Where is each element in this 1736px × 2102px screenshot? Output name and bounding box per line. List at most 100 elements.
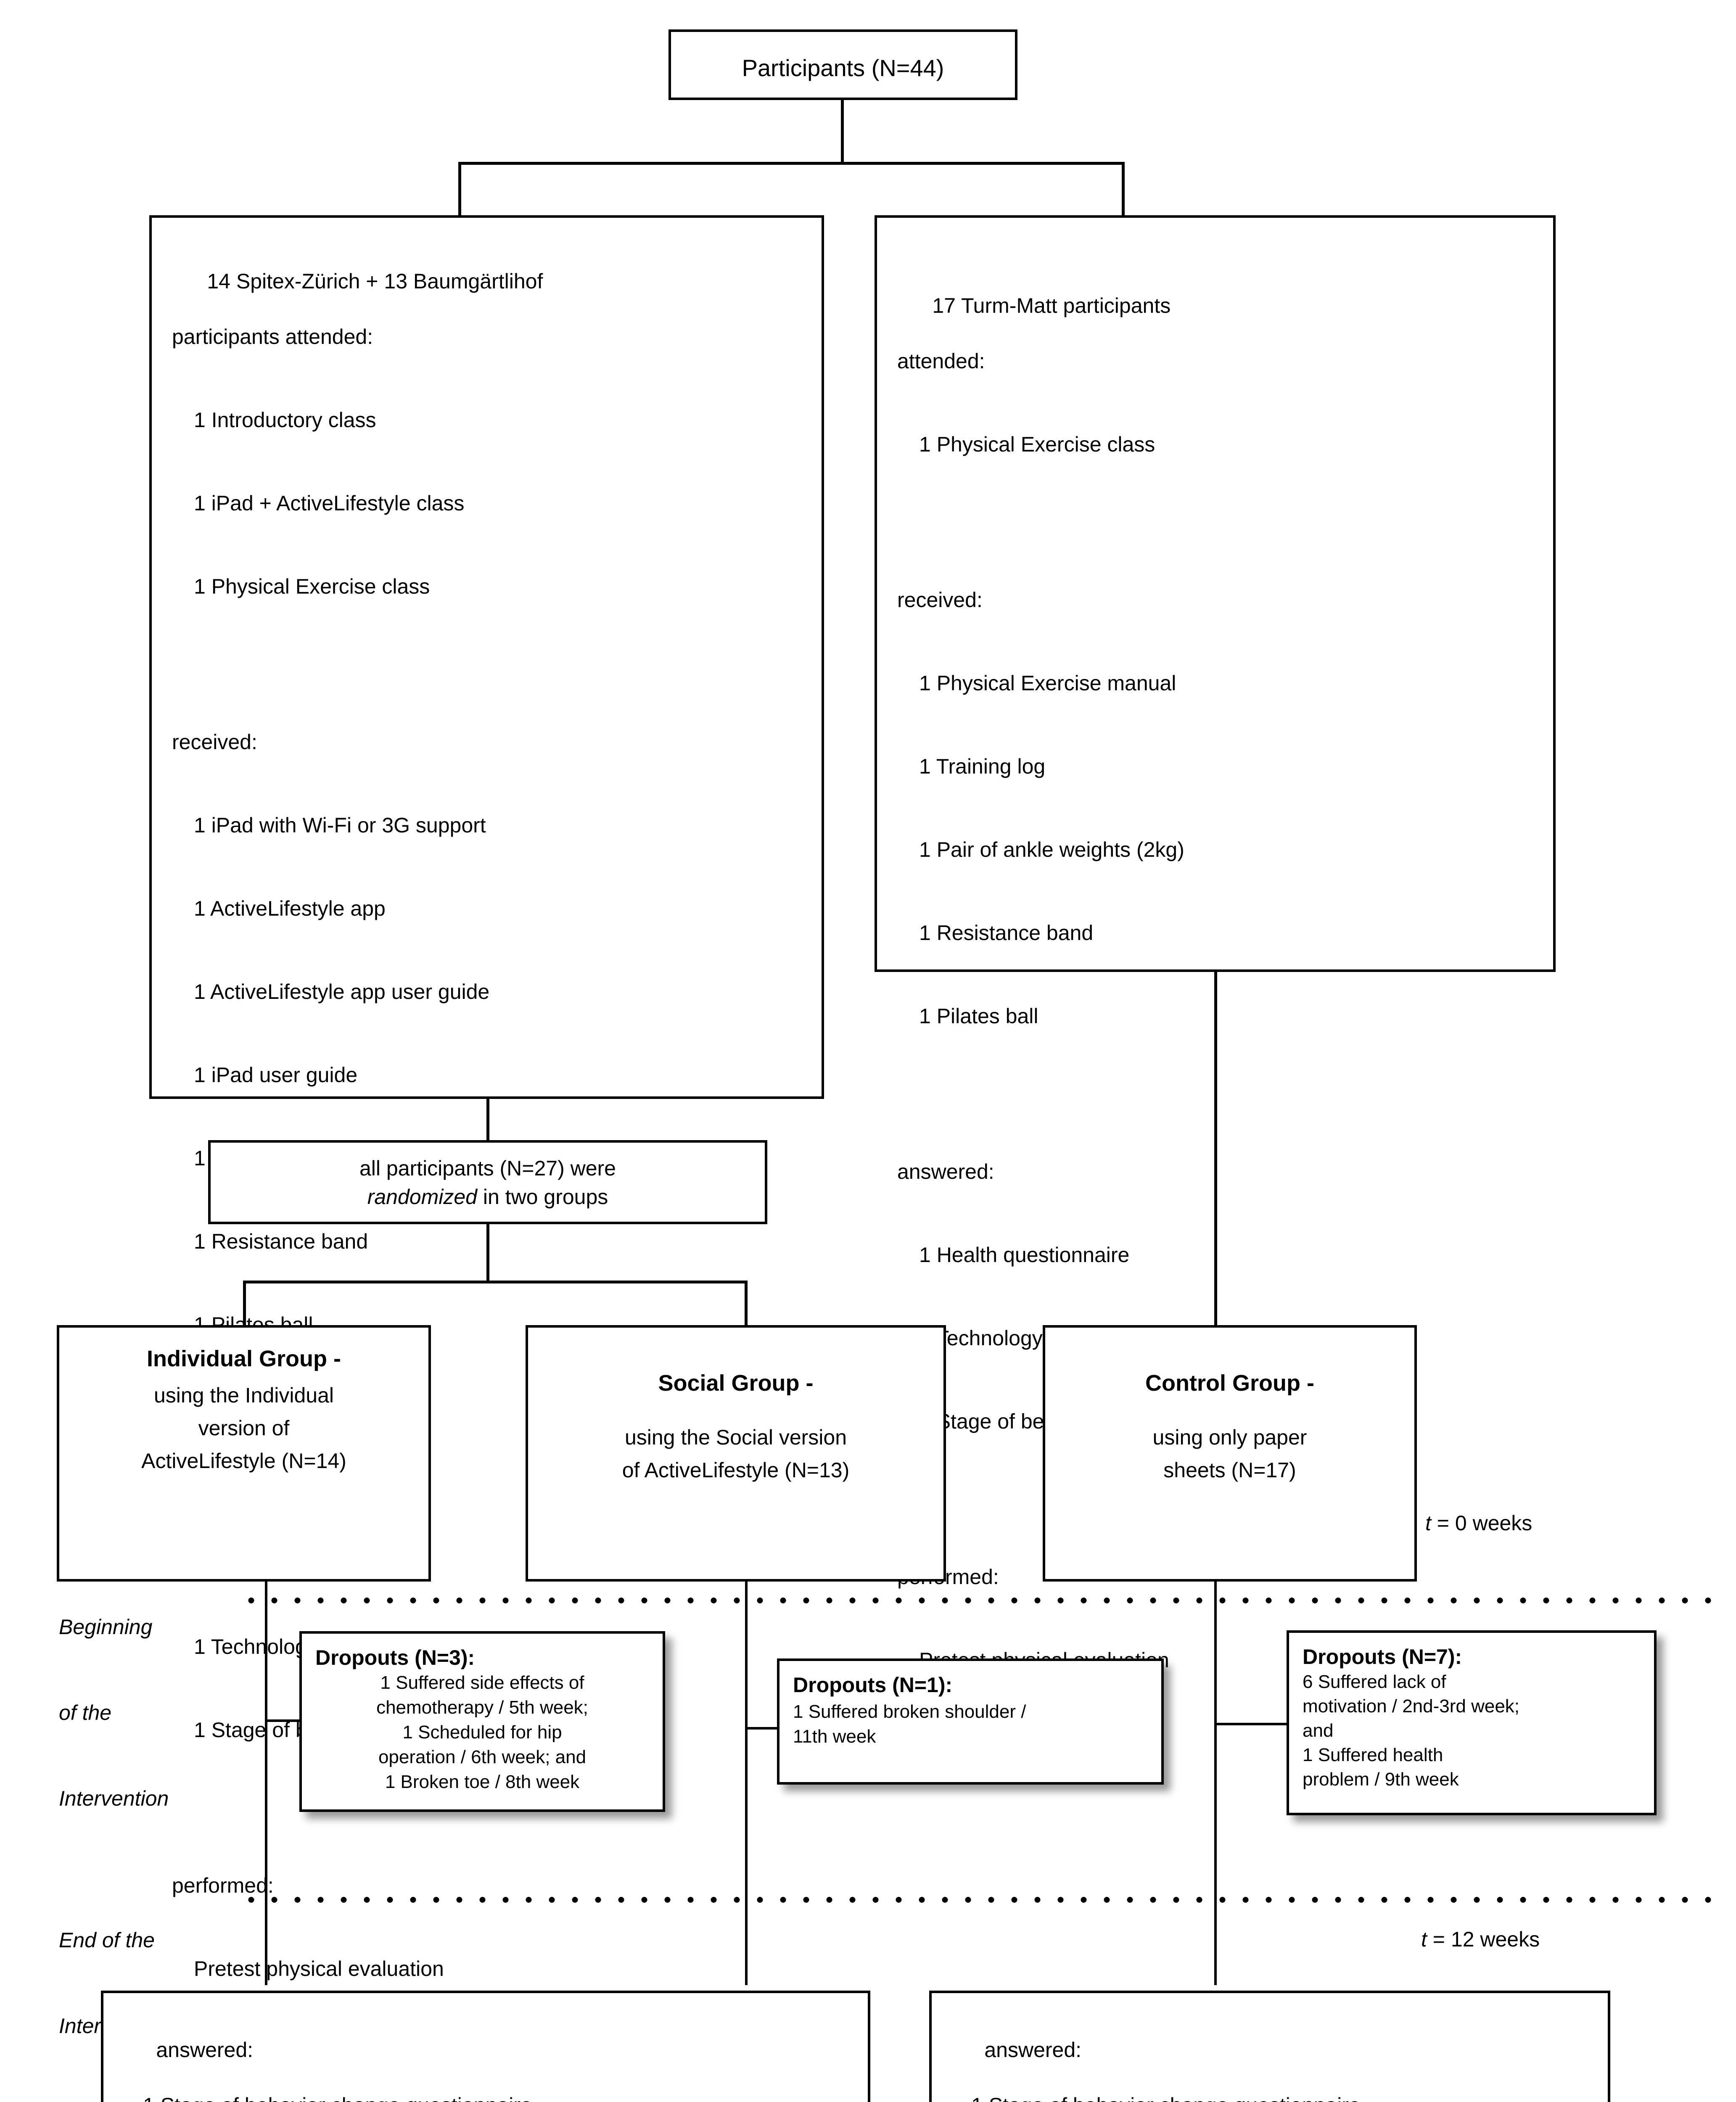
right-arm-box: 17 Turm-Matt participants attended: 1 Ph… bbox=[875, 215, 1556, 1672]
dropouts-social-line-2: 11th week bbox=[793, 1726, 876, 1747]
dropouts-control-line-3: and bbox=[1303, 1720, 1334, 1741]
connector-random-stem bbox=[486, 1224, 489, 1283]
right-arm-received-1: 1 Physical Exercise manual bbox=[919, 671, 1176, 695]
right-arm-received-label: received: bbox=[897, 588, 983, 612]
dropouts-box-control: Dropouts (N=7): 6 Suffered lack of motiv… bbox=[1287, 1630, 1657, 1815]
connector-right-arm bbox=[1122, 162, 1125, 217]
left-arm-attended-2: 1 iPad + ActiveLifestyle class bbox=[194, 491, 465, 515]
group-control-desc-1: using only paper bbox=[1152, 1426, 1307, 1449]
dropouts-individual-title: Dropouts (N=3): bbox=[315, 1646, 475, 1669]
connector-random-left bbox=[243, 1281, 246, 1328]
end-line-1: End of the bbox=[59, 1928, 155, 1952]
dropouts-control-title: Dropouts (N=7): bbox=[1303, 1645, 1462, 1669]
right-arm-header-1: 17 Turm-Matt participants bbox=[932, 294, 1171, 317]
lifeline-social bbox=[745, 1582, 748, 1985]
post-right-text: answered: 1 Stage of behavior change que… bbox=[949, 2008, 1588, 2102]
beginning-line-2: of the bbox=[59, 1701, 112, 1724]
connector-random-right bbox=[745, 1281, 748, 1328]
beginning-line-1: Beginning bbox=[59, 1615, 153, 1639]
left-arm-received-3: 1 ActiveLifestyle app user guide bbox=[194, 980, 490, 1003]
dropouts-box-social: Dropouts (N=1): 1 Suffered broken should… bbox=[777, 1658, 1164, 1785]
left-arm-attended-1: 1 Introductory class bbox=[194, 408, 376, 432]
right-arm-received-4: 1 Resistance band bbox=[919, 921, 1094, 945]
t-start-text: = 0 weeks bbox=[1431, 1511, 1533, 1535]
randomized-rest: in two groups bbox=[477, 1185, 608, 1209]
dropouts-individual-line-2: chemotherapy / 5th week; bbox=[376, 1697, 588, 1718]
dropouts-individual-line-3: 1 Scheduled for hip bbox=[402, 1722, 562, 1743]
randomization-line-1: all participants (N=27) were bbox=[359, 1157, 616, 1180]
left-arm-received-2: 1 ActiveLifestyle app bbox=[194, 897, 386, 920]
connector-social-dropouts bbox=[745, 1727, 779, 1730]
t-start-symbol: t bbox=[1425, 1511, 1431, 1535]
group-individual-title: Individual Group - bbox=[147, 1346, 341, 1371]
dropouts-individual-line-1: 1 Suffered side effects of bbox=[380, 1672, 584, 1693]
participants-label: Participants (N=44) bbox=[742, 55, 944, 81]
connector-random-bar bbox=[243, 1281, 748, 1283]
t-end-text: = 12 weeks bbox=[1427, 1928, 1540, 1951]
left-arm-received-4: 1 iPad user guide bbox=[194, 1063, 358, 1087]
dropouts-social-line-1: 1 Suffered broken shoulder / bbox=[793, 1701, 1026, 1722]
post-box-right: answered: 1 Stage of behavior change que… bbox=[929, 1991, 1610, 2102]
right-arm-received-2: 1 Training log bbox=[919, 755, 1046, 778]
dropouts-control-line-2: motivation / 2nd-3rd week; bbox=[1303, 1696, 1520, 1717]
dashed-line-end bbox=[240, 1897, 1720, 1903]
dropouts-box-individual: Dropouts (N=3): 1 Suffered side effects … bbox=[299, 1631, 665, 1812]
connector-top-bar bbox=[458, 162, 1125, 165]
group-social-desc-2: of ActiveLifestyle (N=13) bbox=[622, 1458, 850, 1482]
participants-box: Participants (N=44) bbox=[669, 29, 1017, 100]
group-control-title: Control Group - bbox=[1145, 1371, 1314, 1396]
group-social-desc-1: using the Social version bbox=[624, 1426, 847, 1449]
t-end-symbol: t bbox=[1421, 1928, 1427, 1951]
timeline-end-label: t = 12 weeks bbox=[1421, 1925, 1715, 1954]
group-box-control: Control Group - using only paper sheets … bbox=[1043, 1325, 1417, 1582]
dashed-line-start bbox=[240, 1598, 1720, 1603]
dropouts-individual-line-4: operation / 6th week; and bbox=[378, 1746, 587, 1767]
right-arm-header-2: attended: bbox=[897, 349, 985, 373]
left-arm-performed-label: performed: bbox=[172, 1874, 274, 1897]
right-arm-received-5: 1 Pilates ball bbox=[919, 1004, 1038, 1028]
post-box-left: answered: 1 Stage of behavior change que… bbox=[101, 1991, 870, 2102]
dropouts-individual-line-5: 1 Broken toe / 8th week bbox=[385, 1771, 580, 1792]
connector-left-arm bbox=[458, 162, 461, 217]
dropouts-individual-lines: 1 Suffered side effects of chemotherapy … bbox=[302, 1671, 663, 1795]
connector-top-stem bbox=[841, 100, 844, 163]
connector-left-to-random bbox=[486, 1099, 489, 1141]
post-left-answered-label: answered: bbox=[156, 2038, 254, 2062]
group-individual-desc-1: using the Individual bbox=[153, 1384, 334, 1407]
left-arm-received-label: received: bbox=[172, 730, 257, 754]
left-arm-box: 14 Spitex-Zürich + 13 Baumgärtlihof part… bbox=[149, 215, 824, 1981]
randomization-box: all participants (N=27) were randomized … bbox=[208, 1140, 767, 1224]
group-social-title: Social Group - bbox=[658, 1371, 814, 1396]
connector-individual-dropouts bbox=[265, 1719, 302, 1722]
lifeline-individual bbox=[265, 1582, 267, 1985]
post-right-answered-label: answered: bbox=[984, 2038, 1082, 2062]
left-arm-received-6: 1 Resistance band bbox=[194, 1230, 368, 1253]
dropouts-control-line-5: problem / 9th week bbox=[1303, 1769, 1459, 1790]
beginning-of-intervention-label: Beginning of the Intervention bbox=[59, 1555, 169, 1870]
connector-right-to-control bbox=[1214, 972, 1217, 1325]
right-arm-attended-1: 1 Physical Exercise class bbox=[919, 433, 1155, 456]
group-individual-desc-2: version of bbox=[198, 1416, 290, 1440]
dropouts-control-line-4: 1 Suffered health bbox=[1303, 1745, 1443, 1766]
beginning-line-3: Intervention bbox=[59, 1787, 169, 1810]
right-arm-received-3: 1 Pair of ankle weights (2kg) bbox=[919, 838, 1184, 861]
post-left-answered-1: 1 Stage of behavior change questionnaire bbox=[121, 2091, 844, 2102]
dropouts-control-line-1: 6 Suffered lack of bbox=[1303, 1672, 1446, 1692]
group-control-desc-2: sheets (N=17) bbox=[1163, 1458, 1296, 1482]
left-arm-attended-3: 1 Physical Exercise class bbox=[194, 575, 430, 598]
timeline-start-label: t = 0 weeks bbox=[1425, 1509, 1720, 1537]
group-individual-desc: using the Individual version of ActiveLi… bbox=[59, 1379, 428, 1477]
post-left-text: answered: 1 Stage of behavior change que… bbox=[121, 2008, 844, 2102]
dropouts-control-lines: 6 Suffered lack of motivation / 2nd-3rd … bbox=[1303, 1670, 1653, 1792]
right-arm-answered-label: answered: bbox=[897, 1160, 994, 1183]
left-arm-header-2: participants attended: bbox=[172, 325, 373, 349]
dropouts-social-lines: 1 Suffered broken shoulder / 11th week bbox=[793, 1700, 1156, 1749]
left-arm-performed-1: Pretest physical evaluation bbox=[194, 1957, 444, 1981]
group-box-social: Social Group - using the Social version … bbox=[526, 1325, 946, 1582]
randomized-word: randomized bbox=[367, 1185, 477, 1209]
group-social-desc: using the Social version of ActiveLifest… bbox=[528, 1421, 943, 1487]
lifeline-control bbox=[1214, 1582, 1217, 1985]
right-arm-answered-1: 1 Health questionnaire bbox=[919, 1243, 1130, 1267]
group-box-individual: Individual Group - using the Individual … bbox=[57, 1325, 431, 1582]
